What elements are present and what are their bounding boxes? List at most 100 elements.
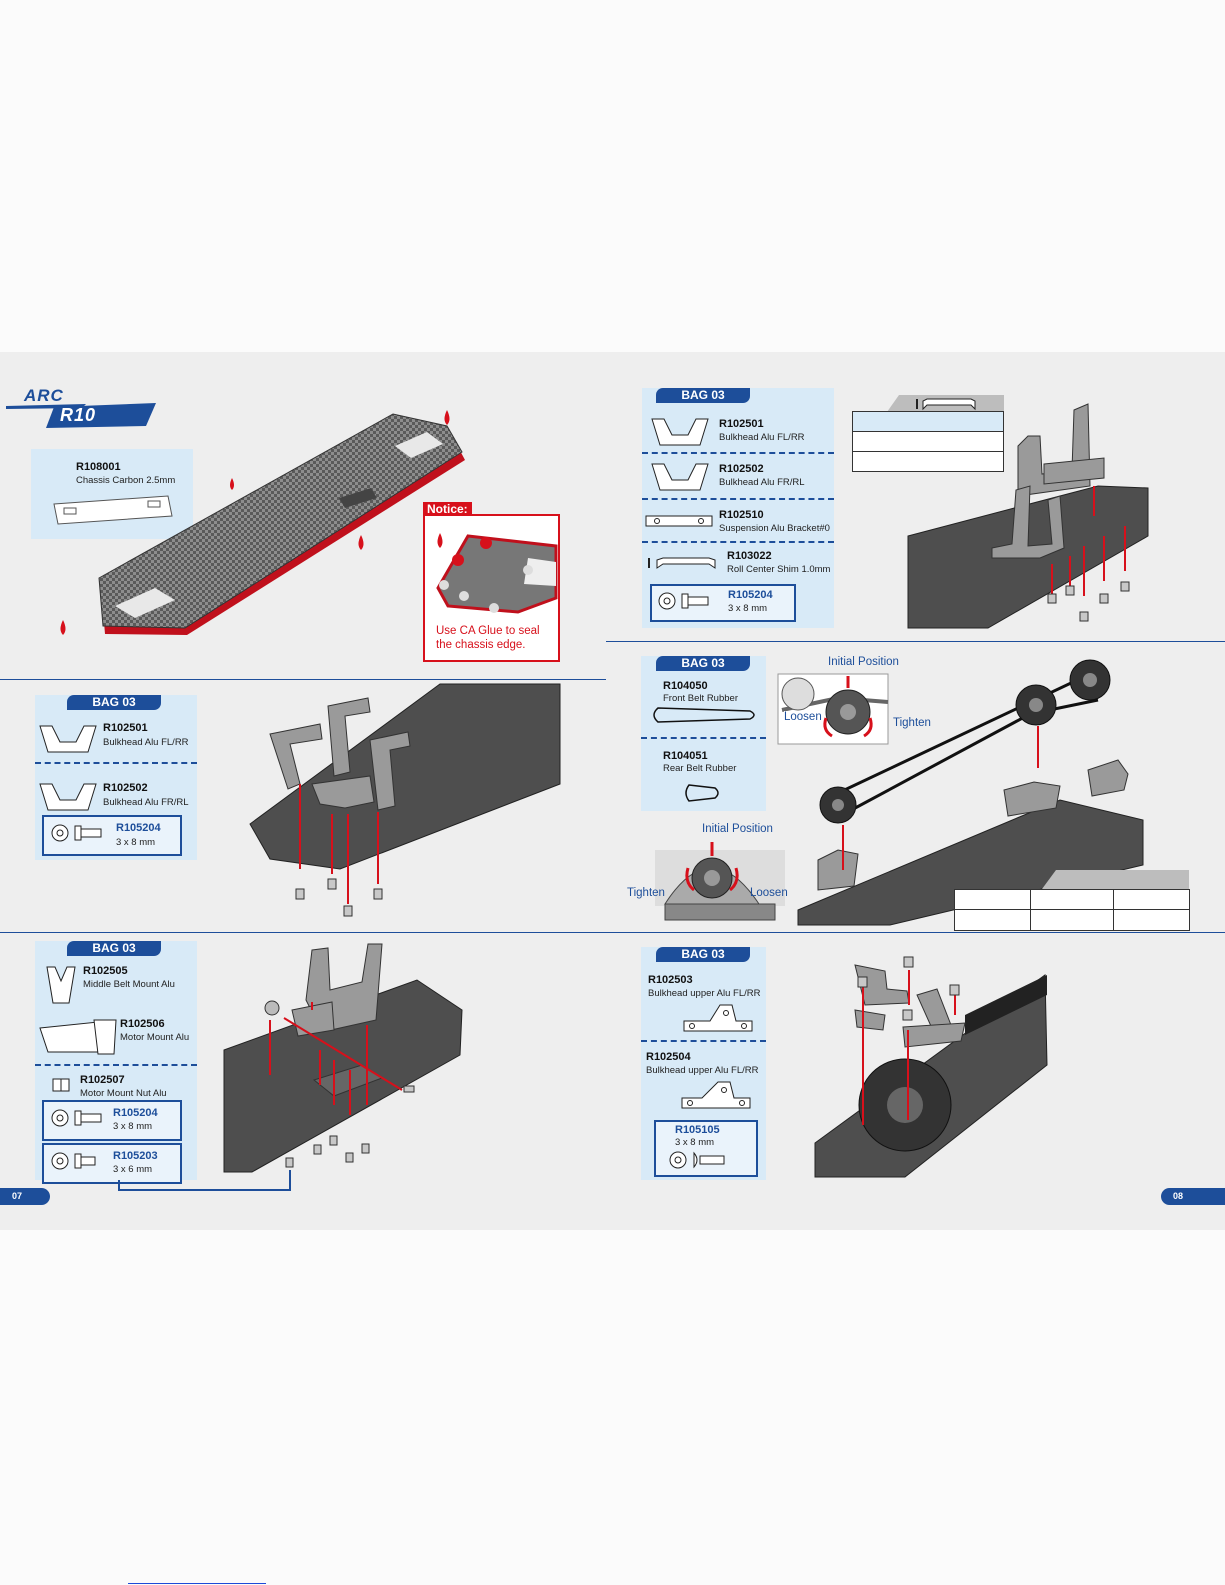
part-desc: Suspension Alu Bracket#0	[719, 523, 830, 534]
tension-table	[954, 870, 1190, 932]
notice-chassis-corner	[436, 533, 558, 614]
part-desc: Front Belt Rubber	[663, 693, 738, 704]
bulkhead-icon	[651, 463, 709, 491]
screw-code: R105203	[113, 1150, 158, 1162]
brand-logo: ARC R10	[6, 385, 156, 430]
screw-icon	[51, 1109, 102, 1127]
bag-label: BAG 03	[656, 388, 750, 403]
tension-table-cell	[1030, 909, 1115, 931]
shim-callout-tab	[887, 395, 1004, 412]
part-code: R102507	[80, 1074, 125, 1086]
part-desc: Roll Center Shim 1.0mm	[727, 564, 831, 575]
part-code: R102502	[719, 463, 764, 475]
part-desc: Chassis Carbon 2.5mm	[76, 475, 176, 486]
step5-belt-illustration	[797, 659, 1144, 926]
loosen-label: Loosen	[784, 711, 822, 723]
logo-swoosh-icon	[6, 403, 156, 428]
notice-title: Notice:	[423, 502, 472, 516]
screw-size: 3 x 8 mm	[728, 603, 768, 614]
nut-icon	[52, 1078, 70, 1092]
chassis-thumbnail	[53, 495, 173, 525]
bag-label: BAG 03	[67, 695, 161, 710]
part-desc: Bulkhead upper Alu FL/RR	[648, 988, 761, 999]
carbon-chassis	[60, 410, 465, 635]
middle-mount-icon	[46, 966, 76, 1004]
part-desc: Bulkhead Alu FL/RR	[103, 737, 189, 748]
rear-belt-icon	[685, 784, 719, 802]
screw-code: R105204	[113, 1107, 158, 1119]
part-desc: Bulkhead Alu FR/RL	[103, 797, 189, 808]
bulkhead-icon	[651, 418, 709, 446]
tension-table-cell	[1113, 889, 1190, 911]
notice-text: Use CA Glue to seal the chassis edge.	[436, 625, 540, 651]
tension-table-cell	[954, 889, 1032, 911]
part-code: R102501	[719, 418, 764, 430]
divider-left-1	[0, 679, 606, 680]
part-code: R104050	[663, 680, 708, 692]
connector-line	[118, 1180, 120, 1190]
shim-icon	[648, 557, 716, 569]
screw-size: 3 x 6 mm	[113, 1164, 153, 1175]
screw-box	[654, 1120, 758, 1177]
initial-position-label: Initial Position	[828, 656, 899, 668]
divider-right-2	[606, 932, 1225, 933]
screw-code: R105204	[728, 589, 773, 601]
part-desc: Bulkhead Alu FL/RR	[719, 432, 805, 443]
tension-detail-top	[777, 673, 889, 745]
screw-icon	[51, 824, 102, 842]
screw-size: 3 x 8 mm	[113, 1121, 153, 1132]
part-code: R102502	[103, 782, 148, 794]
bulkhead-icon	[39, 783, 97, 811]
part-code: R103022	[727, 550, 772, 562]
part-desc: Bulkhead Alu FR/RL	[719, 477, 805, 488]
part-code: R102504	[646, 1051, 691, 1063]
step2-chassis-illustration	[249, 683, 561, 917]
front-belt-icon	[653, 707, 755, 723]
loosen-label: Loosen	[750, 887, 788, 899]
part-code: R104051	[663, 750, 708, 762]
dotted-divider	[641, 1040, 766, 1042]
logo-line1: ARC	[24, 386, 64, 405]
connector-line	[289, 1170, 291, 1190]
footer-link-underline	[128, 1583, 266, 1584]
step5-parts-panel	[641, 656, 766, 811]
page-number-left: 07	[0, 1188, 50, 1205]
part-desc: Motor Mount Nut Alu	[80, 1088, 167, 1099]
part-desc: Rear Belt Rubber	[663, 763, 737, 774]
screw-size: 3 x 8 mm	[116, 837, 156, 848]
tension-table-cell	[1113, 909, 1190, 931]
bracket-icon	[645, 515, 713, 527]
tension-table-cell	[1030, 889, 1115, 911]
dotted-divider	[642, 541, 834, 543]
screw-code: R105204	[116, 822, 161, 834]
connector-line	[118, 1189, 291, 1191]
page-number-right: 08	[1161, 1188, 1225, 1205]
screw-box	[42, 1100, 182, 1141]
dotted-divider	[642, 452, 834, 454]
part-desc: Middle Belt Mount Alu	[83, 979, 175, 990]
part-code: R102501	[103, 722, 148, 734]
dotted-divider	[641, 737, 766, 739]
divider-right-1	[606, 641, 1225, 642]
tighten-label: Tighten	[893, 717, 931, 729]
step4-chassis-illustration	[907, 403, 1149, 629]
dotted-divider	[35, 762, 197, 764]
part-desc: Bulkhead upper Alu FL/RR	[646, 1065, 759, 1076]
part-code: R102505	[83, 965, 128, 977]
tension-detail-bottom	[655, 842, 785, 921]
bulkhead-icon	[39, 725, 97, 753]
part-code: R102506	[120, 1018, 165, 1030]
shim-callout-box	[852, 395, 1004, 472]
screw-size: 3 x 8 mm	[675, 1137, 715, 1148]
bag-label: BAG 03	[67, 941, 161, 956]
logo-line2: R10	[60, 405, 97, 425]
step6-chassis-illustration	[814, 956, 1048, 1178]
bag-label: BAG 03	[656, 656, 750, 671]
tension-table-tab	[1042, 870, 1189, 889]
part-code: R108001	[76, 461, 121, 473]
bag-label: BAG 03	[656, 947, 750, 962]
dotted-divider	[642, 498, 834, 500]
initial-position-label: Initial Position	[702, 823, 773, 835]
part-code: R102510	[719, 509, 764, 521]
screw-icon	[669, 1151, 725, 1169]
